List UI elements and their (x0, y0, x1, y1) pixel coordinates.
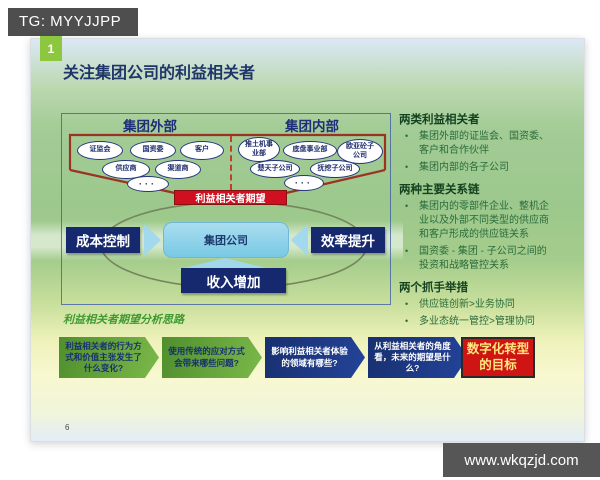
digital-transformation-goal-box: 数字化转型的目标 (461, 337, 535, 378)
external-group-header: 集团外部 (123, 119, 177, 134)
panel-bullet: 多业态统一管控>管理协同 (399, 315, 549, 329)
analysis-approach-label: 利益相关者期望分析思路 (63, 314, 184, 326)
arrow-toward-company-up (175, 258, 275, 270)
panel-heading-stakeholders: 两类利益相关者 (399, 114, 480, 126)
panel-bullet: 集团内部的各子公司 (399, 161, 549, 175)
external-node-more: ··· (127, 176, 169, 192)
efficiency-box: 效率提升 (311, 227, 385, 253)
divider-dashed-line (230, 136, 232, 190)
right-notes-panel: 两类利益相关者 集团外部的证监会、国资委、客户和合作伙伴 集团内部的各子公司 两… (399, 111, 549, 332)
stakeholder-expectation-label: 利益相关者期望 (174, 190, 287, 205)
cost-control-box: 成本控制 (66, 227, 140, 253)
telegram-watermark-bar: TG: MYYJJPP (8, 8, 138, 36)
panel-heading-chains: 两种主要关系链 (399, 184, 480, 196)
external-node: 客户 (180, 141, 224, 160)
stakeholder-diagram: 集团外部 集团内部 证监会 国资委 客户 供应商 渠道商 ··· 推土机事业部 … (61, 113, 391, 305)
internal-node: 抚挖子公司 (310, 160, 360, 178)
panel-bullet: 供应链创新>业务协同 (399, 298, 549, 312)
page-number: 6 (65, 423, 70, 432)
panel-bullet: 国资委 - 集团 - 子公司之间的投资和战略管控关系 (399, 245, 549, 273)
panel-bullet: 集团外部的证监会、国资委、客户和合作伙伴 (399, 130, 549, 158)
internal-node: 欧亚砼子公司 (337, 139, 383, 164)
external-node: 渠道商 (155, 160, 201, 179)
arrow-toward-company-left (144, 224, 161, 256)
external-node: 供应商 (102, 160, 150, 179)
group-company-box: 集团公司 (163, 222, 289, 258)
revenue-box: 收入增加 (181, 268, 286, 293)
presentation-slide: 关注集团公司的利益相关者 集团外部 集团内部 证监会 国资委 客户 供应商 渠道… (30, 38, 585, 442)
analysis-step-2: 使用传统的应对方式会带来哪些问题? (162, 337, 262, 378)
analysis-step-4: 从利益相关者的角度看，未来的期望是什么? (368, 337, 468, 378)
internal-node-more: ··· (284, 175, 324, 191)
slide-number-badge: 1 (40, 36, 62, 61)
external-node: 证监会 (77, 141, 123, 160)
panel-bullet: 集团内的零部件企业、整机企业以及外部不同类型的供应商和客户形成的供应链关系 (399, 200, 549, 242)
panel-heading-measures: 两个抓手举措 (399, 282, 468, 294)
slide-title: 关注集团公司的利益相关者 (63, 65, 256, 82)
internal-node: 推土机事业部 (238, 137, 280, 162)
analysis-step-1: 利益相关者的行为方式和价值主张发生了什么变化? (59, 337, 159, 378)
website-watermark-bar: www.wkqzjd.com (443, 443, 600, 477)
internal-node: 底盘事业部 (283, 141, 337, 160)
analysis-step-3: 影响利益相关者体验的领域有哪些? (265, 337, 365, 378)
internal-group-header: 集团内部 (285, 119, 339, 134)
external-node: 国资委 (130, 141, 176, 160)
internal-node: 楚天子公司 (250, 160, 300, 178)
arrow-toward-company-right (291, 224, 308, 256)
